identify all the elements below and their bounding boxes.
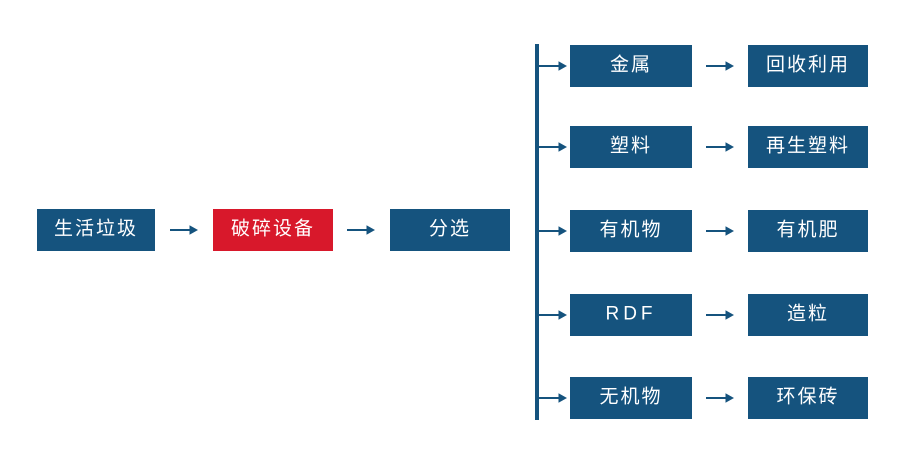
- product-box-label: 回收利用: [765, 54, 850, 76]
- product-box-organic-fertilizer[interactable]: 有机肥: [748, 210, 868, 252]
- material-box-label: 塑料: [609, 135, 652, 157]
- process-box-label: 生活垃圾: [53, 218, 138, 240]
- material-box-plastic[interactable]: 塑料: [570, 126, 692, 168]
- arrow-right-icon-branch-3: [536, 216, 570, 246]
- product-box-label: 再生塑料: [765, 135, 850, 157]
- material-box-inorganic[interactable]: 无机物: [570, 377, 692, 419]
- arrow-right-icon-product-5: [703, 383, 737, 413]
- material-box-metal[interactable]: 金属: [570, 45, 692, 87]
- product-box-recycled-plastic[interactable]: 再生塑料: [748, 126, 868, 168]
- arrow-right-icon-branch-1: [536, 51, 570, 81]
- arrow-right-icon-product-1: [703, 51, 737, 81]
- arrow-right-icon-product-4: [703, 300, 737, 330]
- material-box-rdf[interactable]: RDF: [570, 294, 692, 336]
- product-box-label: 环保砖: [776, 386, 840, 408]
- product-box-recycling[interactable]: 回收利用: [748, 45, 868, 87]
- material-box-label: 金属: [609, 54, 652, 76]
- arrow-right-icon-branch-4: [536, 300, 570, 330]
- process-box-crushing-equipment[interactable]: 破碎设备: [213, 209, 333, 251]
- material-box-organic[interactable]: 有机物: [570, 210, 692, 252]
- arrow-right-icon-main-2: [344, 215, 378, 245]
- arrow-right-icon-product-2: [703, 132, 737, 162]
- process-box-sorting[interactable]: 分选: [390, 209, 510, 251]
- arrow-right-icon-product-3: [703, 216, 737, 246]
- process-box-label: 破碎设备: [230, 218, 315, 240]
- process-box-label: 分选: [428, 218, 471, 240]
- material-box-label: RDF: [605, 303, 657, 325]
- arrow-right-icon-branch-2: [536, 132, 570, 162]
- product-box-eco-brick[interactable]: 环保砖: [748, 377, 868, 419]
- product-box-granulation[interactable]: 造粒: [748, 294, 868, 336]
- arrow-right-icon-branch-5: [536, 383, 570, 413]
- product-box-label: 有机肥: [776, 219, 840, 241]
- process-box-household-waste[interactable]: 生活垃圾: [37, 209, 155, 251]
- material-box-label: 无机物: [599, 386, 663, 408]
- product-box-label: 造粒: [786, 303, 829, 325]
- material-box-label: 有机物: [599, 219, 663, 241]
- branch-trunk-line: [535, 44, 539, 420]
- arrow-right-icon-main-1: [167, 215, 201, 245]
